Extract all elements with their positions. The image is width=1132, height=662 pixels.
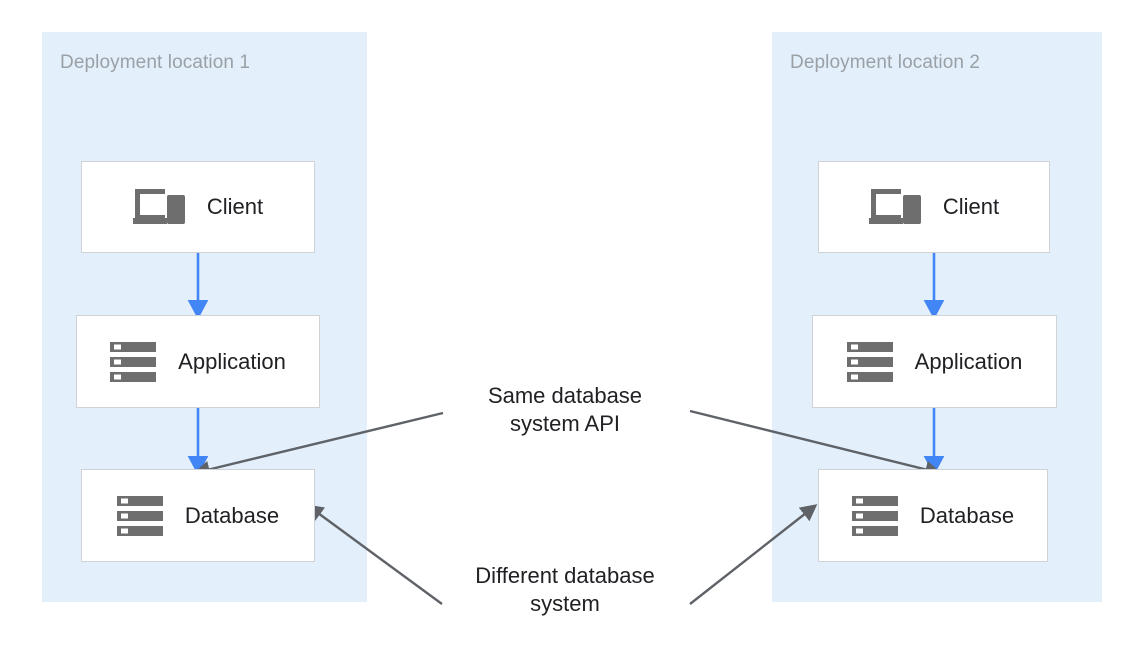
devices-icon <box>868 189 921 224</box>
node-database-location-2[interactable]: Database <box>818 469 1048 562</box>
node-application-location-2[interactable]: Application <box>812 315 1057 408</box>
storage-icon <box>116 495 163 536</box>
deployment-location-2-title: Deployment location 2 <box>790 52 981 73</box>
node-client-location-2[interactable]: Client <box>818 161 1050 253</box>
node-application-location-1[interactable]: Application <box>76 315 320 408</box>
node-database-label-2: Database <box>919 502 1015 528</box>
node-database-label-1: Database <box>184 502 280 528</box>
annotation-different-database-system: Different database system <box>475 563 655 616</box>
node-database-location-1[interactable]: Database <box>81 469 315 562</box>
storage-icon <box>846 341 893 382</box>
deployment-location-1-title: Deployment location 1 <box>60 52 251 73</box>
node-client-label-2: Client <box>942 194 1000 219</box>
node-client-location-1[interactable]: Client <box>81 161 315 253</box>
annotation-same-database-system-api: Same database system API <box>487 383 643 436</box>
devices-icon <box>132 189 185 224</box>
node-client-label-1: Client <box>206 194 264 219</box>
node-application-label-2: Application <box>914 348 1023 374</box>
storage-icon <box>110 341 157 382</box>
node-application-label-1: Application <box>178 348 286 374</box>
storage-icon <box>851 495 898 536</box>
